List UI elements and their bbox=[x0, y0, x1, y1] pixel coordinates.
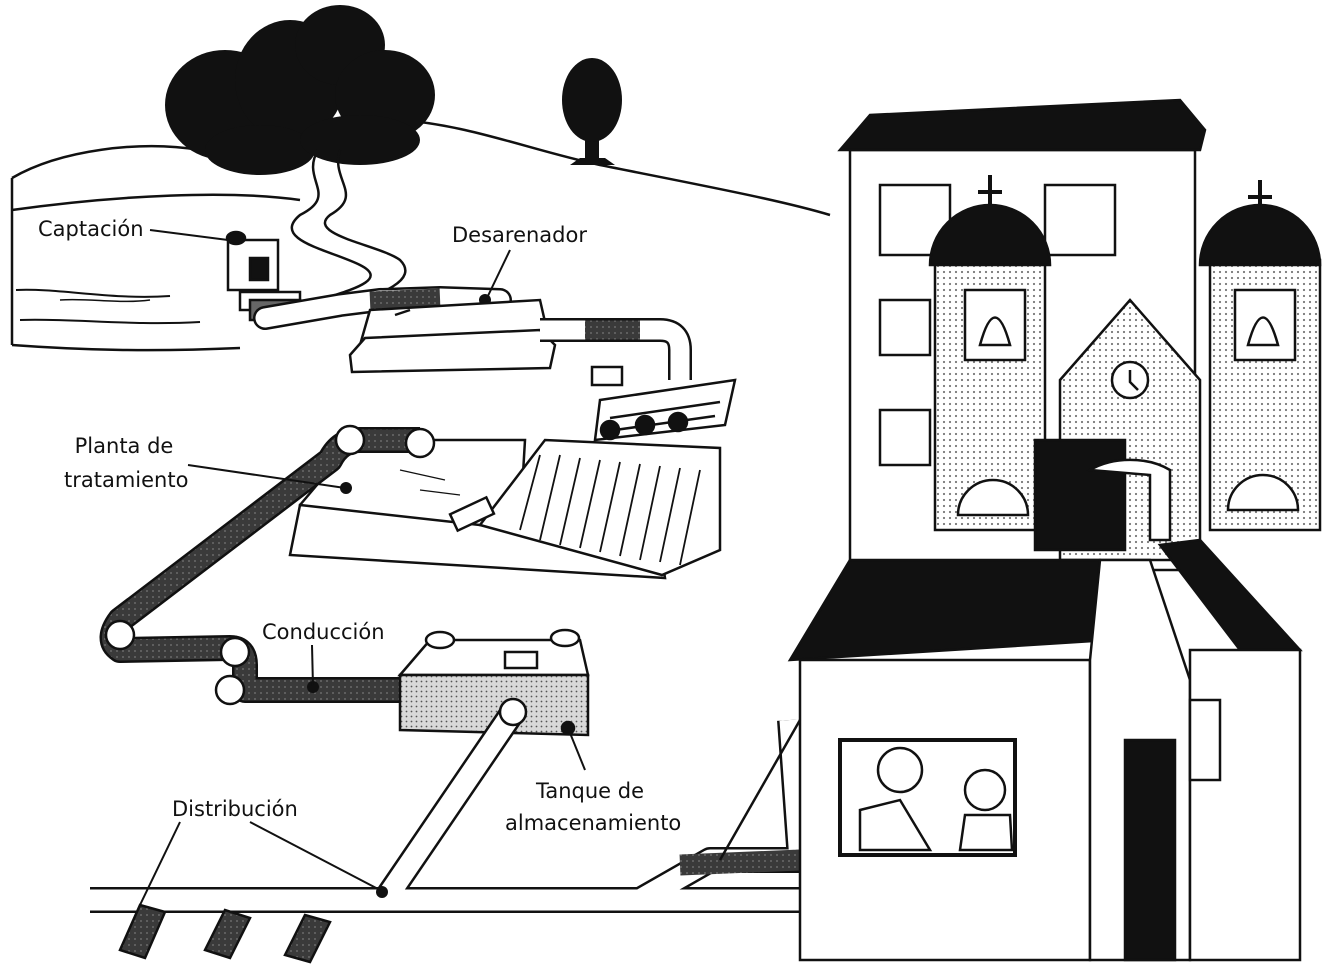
front-house bbox=[720, 540, 1300, 960]
pipe-sand-trap-to-plant bbox=[540, 330, 680, 385]
forest bbox=[165, 5, 622, 175]
label-desarenador: Desarenador bbox=[452, 222, 587, 248]
label-planta-line1: Planta de bbox=[64, 433, 184, 459]
label-distribucion: Distribución bbox=[172, 796, 298, 822]
label-captacion: Captación bbox=[38, 216, 144, 242]
river bbox=[292, 150, 406, 305]
distribution-pipes bbox=[90, 699, 800, 962]
label-conduccion: Conducción bbox=[262, 619, 385, 645]
sand-trap-basin bbox=[350, 300, 555, 372]
church-building bbox=[840, 100, 1320, 570]
label-planta-line2: tratamiento bbox=[64, 467, 184, 493]
label-tanque-line2: almacenamiento bbox=[505, 810, 675, 836]
label-tanque-line1: Tanque de bbox=[505, 778, 675, 804]
treatment-plant bbox=[290, 380, 735, 578]
